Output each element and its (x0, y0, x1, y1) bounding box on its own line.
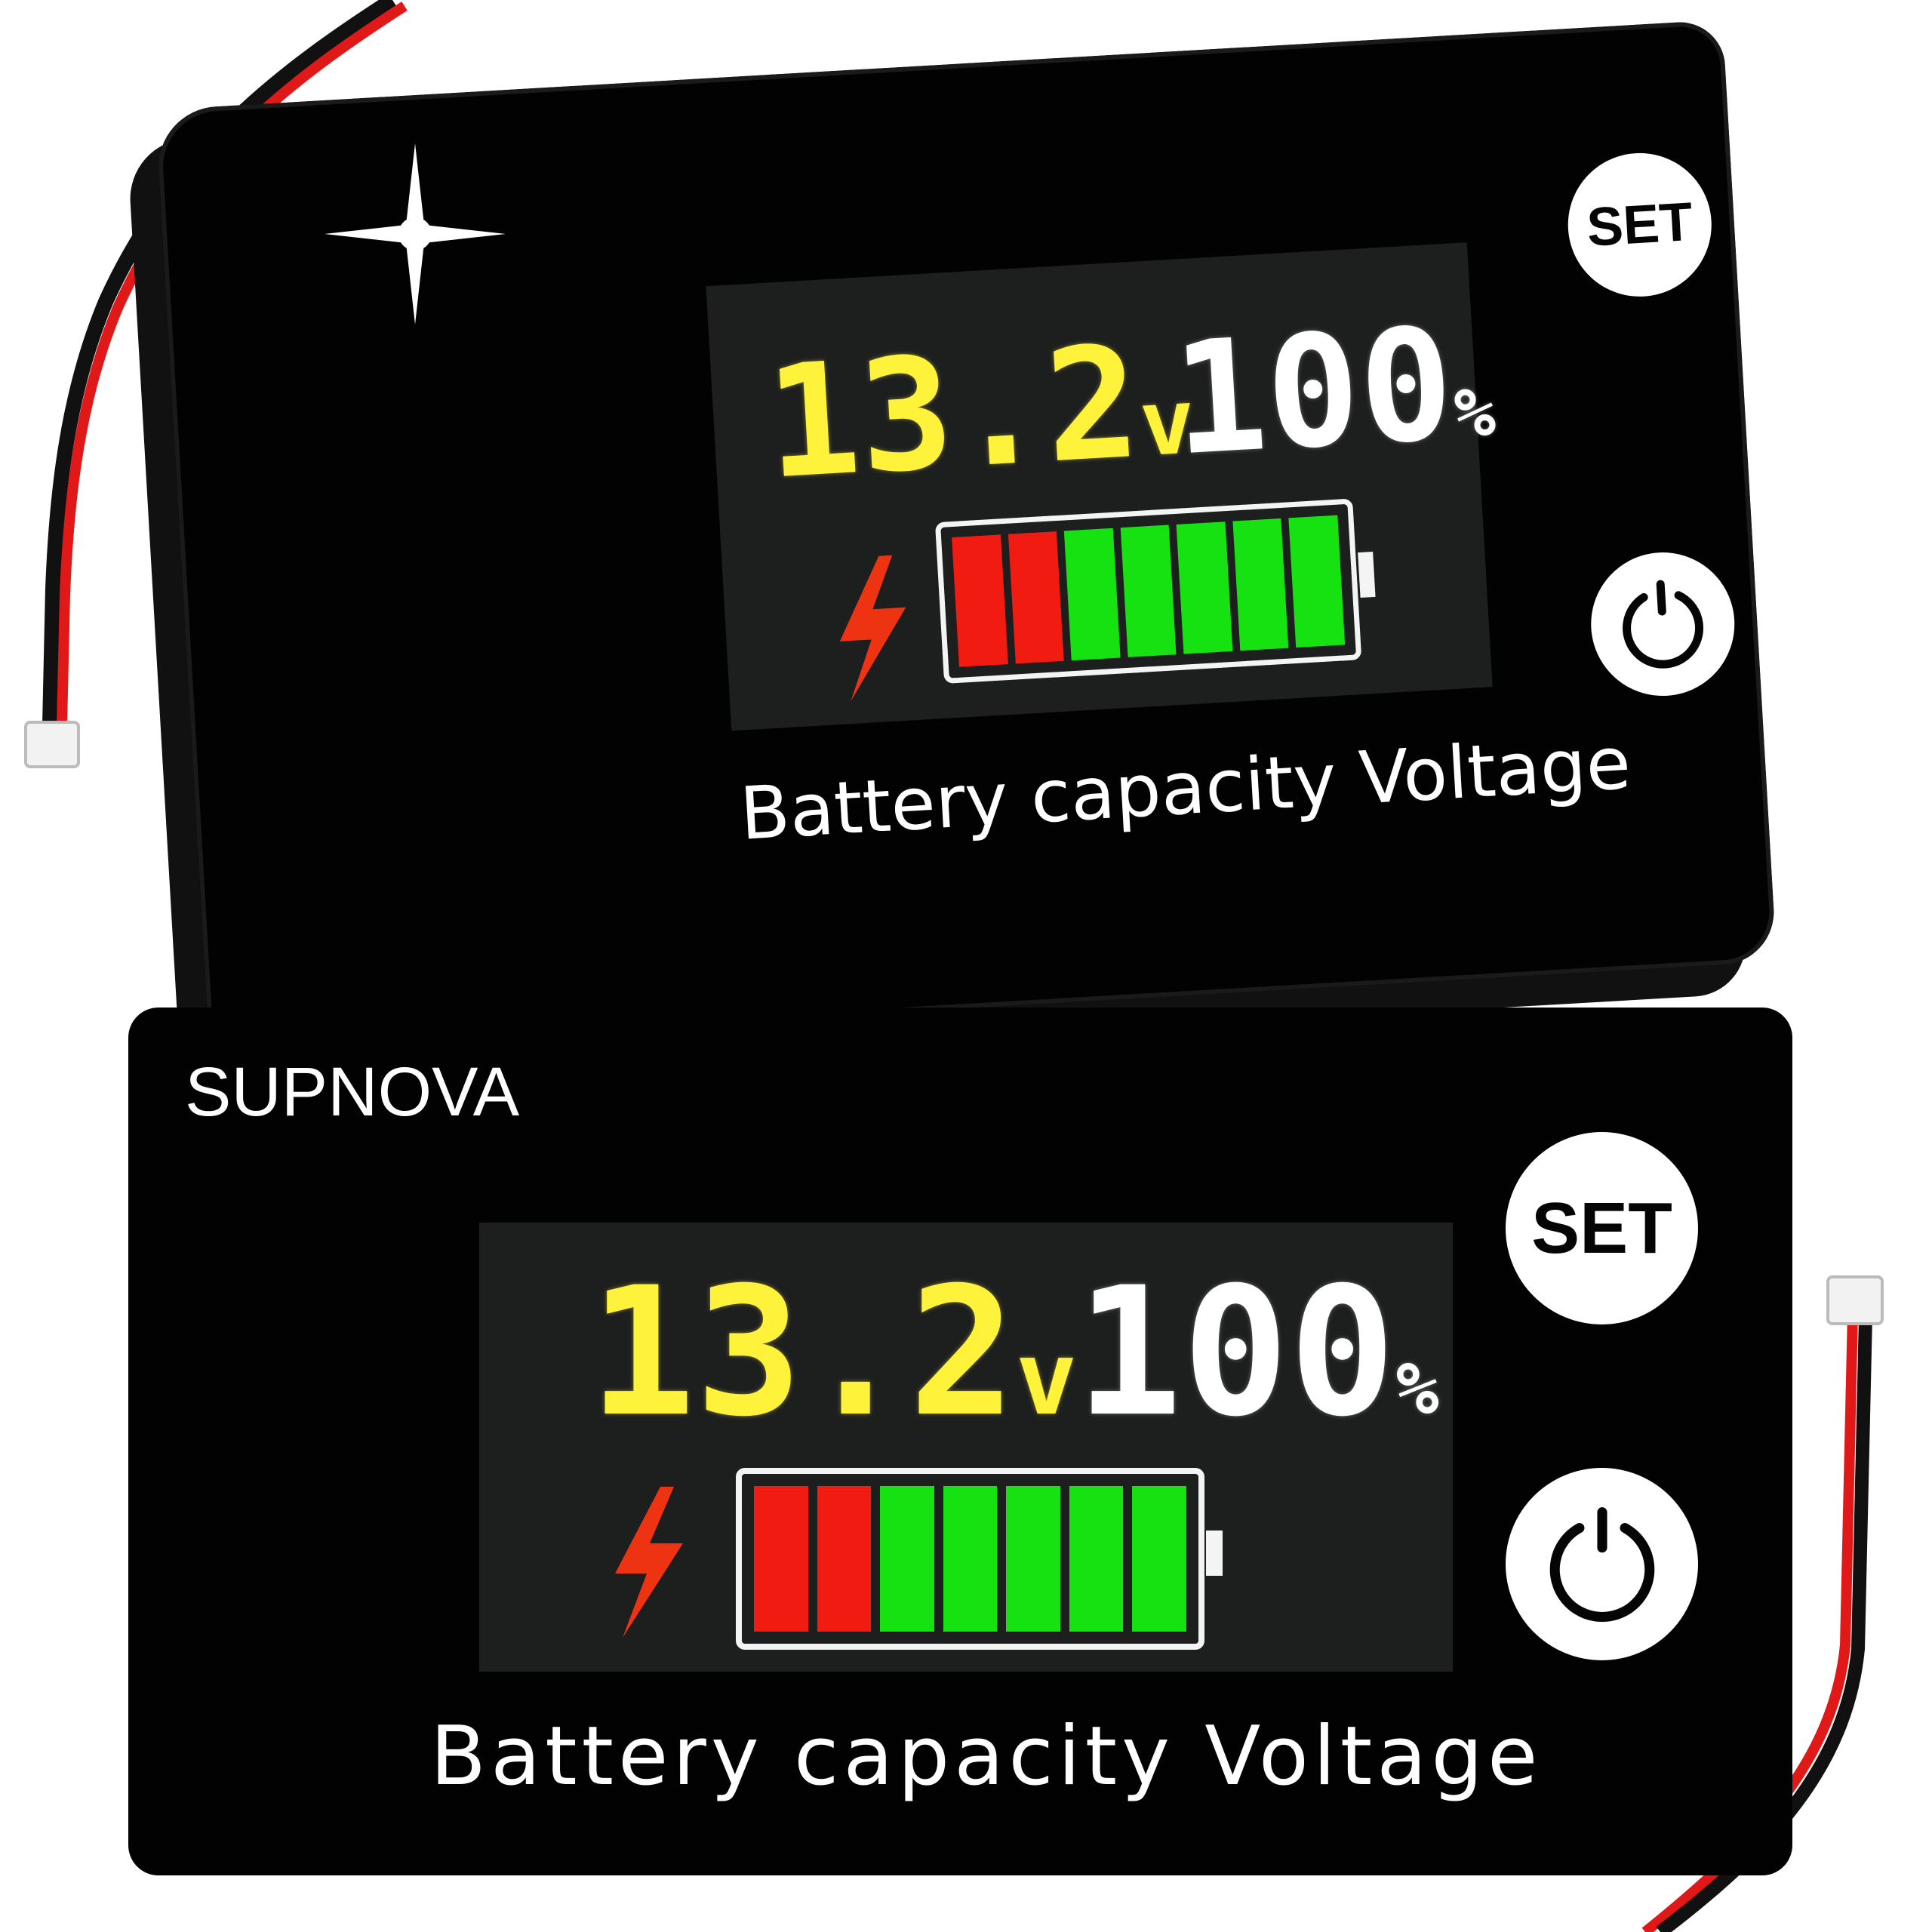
battery-bar (943, 1486, 998, 1632)
percent-unit: % (1452, 372, 1498, 454)
battery-icon (736, 1468, 1223, 1650)
caption: Battery capacity Voltage (737, 720, 1633, 857)
percent-unit: % (1395, 1348, 1439, 1431)
battery-bar (1132, 1486, 1187, 1632)
power-icon (1549, 1506, 1654, 1622)
lcd-screen: 13.2v 100% (479, 1223, 1453, 1672)
power-button[interactable] (1586, 548, 1739, 700)
battery-icon (934, 498, 1376, 684)
battery-bar (1176, 521, 1233, 654)
voltage-value: 13.2 (589, 1250, 1016, 1456)
connector-plug-icon (24, 721, 80, 768)
voltage-value: 13.2 (761, 312, 1144, 514)
battery-bar (880, 1486, 934, 1632)
battery-level-bars (754, 1486, 1187, 1632)
power-icon (1623, 580, 1704, 669)
caption: Battery capacity Voltage (430, 1709, 1543, 1804)
top-device-panel: 13.2v 100% SET Battery capacity Voltage (155, 20, 1777, 1052)
voltage-readout: 13.2v (589, 1264, 1077, 1441)
percent-value: 100 (1075, 1250, 1396, 1456)
set-button-label: SET (1531, 1187, 1672, 1269)
power-button[interactable] (1506, 1468, 1698, 1660)
battery-bar (952, 534, 1008, 667)
battery-bar (1063, 528, 1121, 661)
brand-label: SUPNOVA (185, 1054, 520, 1131)
set-button-label: SET (1585, 191, 1694, 258)
battery-bar (1288, 515, 1346, 648)
voltage-readout: 13.2v (761, 313, 1198, 514)
sparkle-glint-icon (325, 143, 506, 325)
lcd-screen: 13.2v 100% (706, 242, 1497, 731)
percent-readout: 100% (1168, 295, 1498, 491)
percent-readout: 100% (1075, 1264, 1439, 1441)
percent-value: 100 (1168, 294, 1458, 491)
battery-bar (817, 1486, 872, 1632)
battery-bar (1232, 518, 1289, 651)
voltage-unit: v (1015, 1319, 1078, 1438)
battery-terminal (1358, 552, 1376, 598)
battery-bar (754, 1486, 808, 1632)
battery-level-bars (952, 515, 1346, 667)
battery-bar (1069, 1486, 1124, 1632)
battery-terminal (1206, 1531, 1223, 1576)
lightning-bolt-icon (839, 555, 906, 702)
battery-bar (1008, 531, 1064, 664)
lightning-bolt-icon (615, 1487, 683, 1638)
battery-bar (1006, 1486, 1060, 1632)
connector-plug-icon (1826, 1275, 1884, 1325)
bottom-device-panel: SUPNOVA 13.2v 100% SET Battery capacity … (128, 1008, 1792, 1875)
set-button[interactable]: SET (1506, 1132, 1698, 1324)
set-button[interactable]: SET (1564, 149, 1716, 301)
battery-bar (1120, 525, 1177, 657)
